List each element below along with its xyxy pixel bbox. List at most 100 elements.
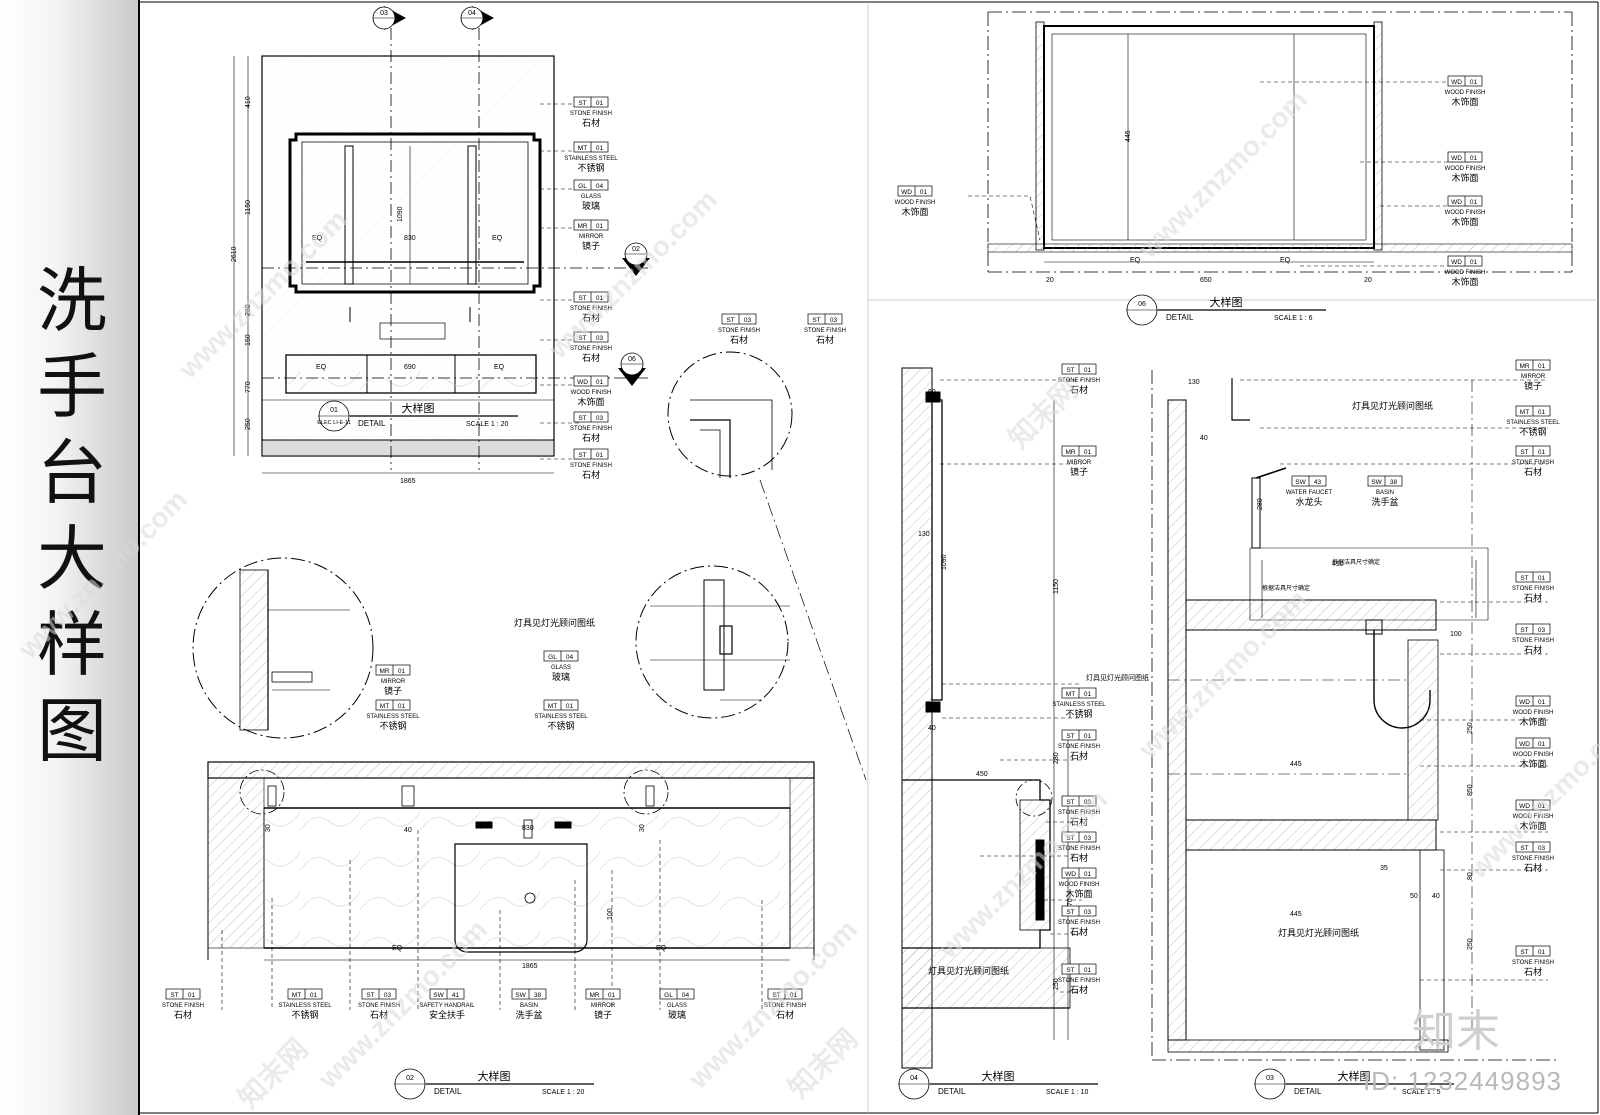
- tag-english: STONE FINISH: [1512, 960, 1554, 966]
- tag-number: 03: [744, 317, 752, 324]
- detail-word: DETAIL: [1294, 1087, 1322, 1096]
- tag-english: STONE FINISH: [162, 1003, 204, 1009]
- tag-code: MT: [380, 703, 389, 710]
- dim-text: 1865: [400, 478, 416, 485]
- tag-code: ST: [366, 992, 374, 999]
- tag-english: WOOD FINISH: [1445, 210, 1486, 216]
- tag-code: SW: [1371, 479, 1382, 486]
- dim-text: 445: [1290, 911, 1302, 918]
- tag-number: 03: [1538, 845, 1546, 852]
- section-mark-number: 03: [380, 10, 388, 17]
- tag-chinese: 石材: [174, 1009, 192, 1020]
- tag-number: 01: [596, 452, 604, 459]
- dim-text: 100: [607, 908, 614, 920]
- dim-text: 850: [1467, 784, 1474, 796]
- tag-chinese: 木饰面: [1065, 888, 1092, 899]
- tag-english: MIRROR: [579, 234, 604, 240]
- tag-number: 01: [1084, 733, 1092, 740]
- tag-chinese: 石材: [1070, 984, 1088, 995]
- detail-number: 01: [330, 407, 338, 414]
- title-char: 样: [37, 604, 107, 686]
- lighting-note: 灯具见灯光顾问图纸: [1086, 673, 1149, 682]
- dim-text: 1150: [245, 200, 252, 215]
- dim-text: 150: [245, 334, 252, 346]
- tag-english: MIRROR: [1521, 374, 1546, 380]
- tag-english: WATER FAUCET: [1286, 490, 1333, 496]
- tag-code: ST: [170, 992, 178, 999]
- detail-03-section: [1151, 370, 1560, 1061]
- tag-number: 01: [398, 668, 406, 675]
- tag-code: WD: [577, 379, 588, 386]
- section-markers: 03 04 02 06: [372, 6, 650, 386]
- detail-01-dimensions: 2610 1150 410 280 770 150 250 1090 830 E…: [231, 96, 505, 485]
- detail-scale: SCALE 1 : 20: [466, 421, 509, 428]
- tag-number: 01: [1470, 259, 1478, 266]
- tag-code: ST: [578, 415, 586, 422]
- tag-english: SAFETY HANDRAIL: [419, 1003, 475, 1009]
- tag-number: 03: [384, 992, 392, 999]
- dim-text: 250: [1467, 938, 1474, 950]
- detail-chinese-title: 大样图: [478, 1069, 511, 1083]
- tag-chinese: 石材: [582, 117, 600, 128]
- tag-english: GLASS: [581, 194, 601, 200]
- tag-code: WD: [1519, 741, 1530, 748]
- tag-english: GLASS: [667, 1003, 687, 1009]
- tag-code: ST: [578, 452, 586, 459]
- tag-chinese: 木饰面: [1451, 172, 1478, 183]
- tag-number: 01: [596, 379, 604, 386]
- dim-text: 2610: [231, 246, 238, 262]
- dim-text: 280: [1053, 752, 1060, 764]
- watermark-logo: 知末: [1412, 1006, 1500, 1057]
- detail-04-leaders: [940, 379, 1082, 993]
- section-mark-number: 04: [468, 10, 476, 17]
- tag-code: SW: [433, 992, 444, 999]
- tag-english: WOOD FINISH: [1513, 752, 1554, 758]
- tag-english: STONE FINISH: [570, 346, 612, 352]
- tag-chinese: 镜子: [1524, 380, 1542, 391]
- dim-text: EQ: [1130, 257, 1141, 264]
- tag-number: 01: [596, 100, 604, 107]
- detail-02-dimensions: 830 1865 EQ EQ 40 100 30 30: [265, 824, 667, 970]
- dim-text: EQ: [392, 945, 403, 952]
- tag-code: SW: [1295, 479, 1306, 486]
- section-mark-s03: 03: [372, 6, 406, 30]
- tag-chinese: 石材: [582, 469, 600, 480]
- title-char: 台: [37, 432, 107, 514]
- tag-english: STONE FINISH: [1512, 856, 1554, 862]
- tag-chinese: 玻璃: [668, 1009, 686, 1020]
- tag-number: 01: [1470, 155, 1478, 162]
- tag-english: STONE FINISH: [1512, 586, 1554, 592]
- sheet-title: 洗 手 台 大 样 图: [22, 258, 122, 774]
- tag-english: STAINLESS STEEL: [1052, 702, 1106, 708]
- tag-chinese: 石材: [1524, 644, 1542, 655]
- tag-code: MT: [1520, 409, 1529, 416]
- dim-text: 770: [1067, 898, 1074, 910]
- basin-size-note: 根据洁具尺寸确定: [1332, 558, 1380, 566]
- dim-text: 690: [404, 364, 416, 371]
- section-mark-number: 06: [628, 356, 636, 363]
- tag-chinese: 水龙头: [1295, 496, 1322, 507]
- tag-chinese: 镜子: [384, 685, 402, 696]
- detail-03-dimensions: 450 445 445 850 250 80 250 280 100 130 4…: [1188, 379, 1474, 950]
- tag-english: WOOD FINISH: [1445, 270, 1486, 276]
- section-mark-s02: 02: [622, 242, 650, 276]
- detail-callout-mirror-edge: [192, 557, 374, 739]
